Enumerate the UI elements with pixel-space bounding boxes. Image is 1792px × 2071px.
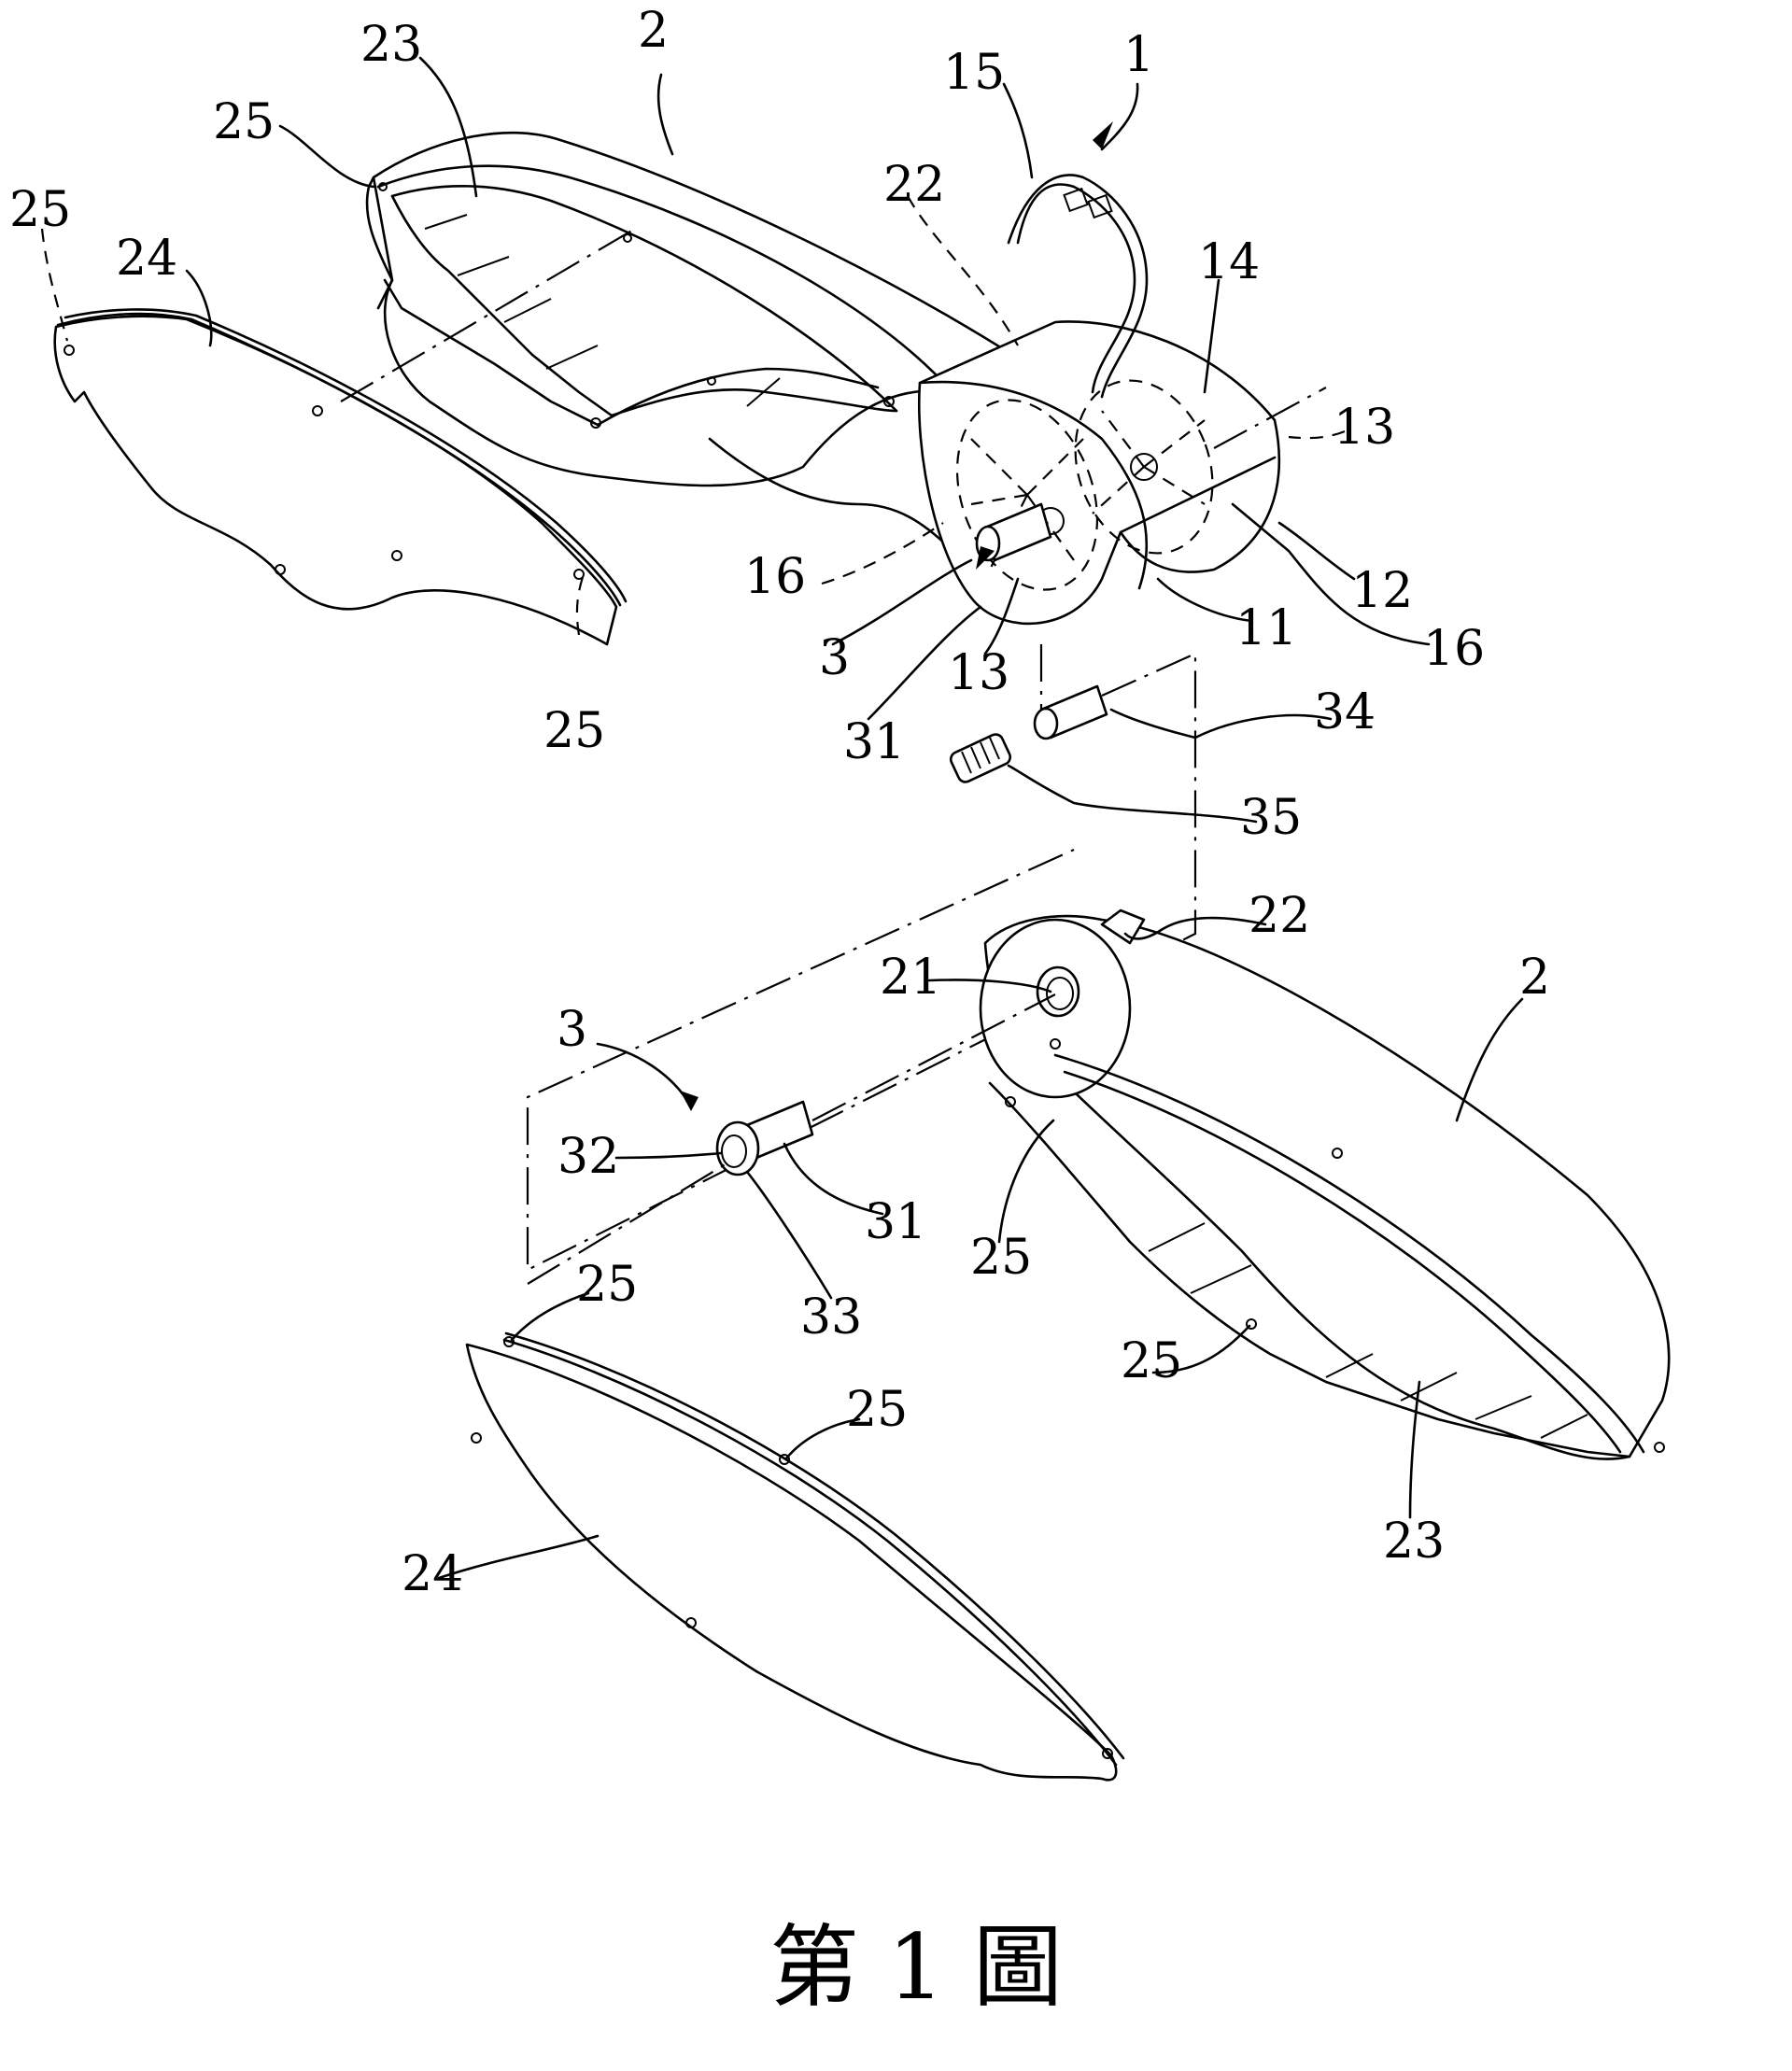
- label-sleeve-34: 34: [1314, 684, 1376, 740]
- reference-numerals: 2 23 25 25 24 1 15 22 14 13 16 12 16 3 1…: [9, 3, 1550, 1602]
- label-bore-21: 21: [880, 950, 941, 1006]
- label-dashed-16-left: 16: [744, 549, 806, 605]
- label-hole-cover-bottom-b: 25: [846, 1382, 908, 1438]
- bottom-housing-shell: [979, 909, 1671, 1460]
- label-motor-11: 11: [1235, 600, 1297, 656]
- label-cover-top: 24: [116, 231, 177, 287]
- top-cover-plate: [53, 308, 628, 646]
- label-hole-bottom-housing-a: 25: [970, 1230, 1032, 1286]
- top-housing-shell: [365, 131, 1169, 553]
- figure-caption: 第 1 圖: [769, 1915, 1063, 2020]
- label-post-bottom: 22: [1249, 888, 1310, 944]
- label-flange-33: 33: [800, 1289, 862, 1345]
- label-cover-bottom: 24: [402, 1546, 463, 1602]
- label-arrow-3-bottom: 3: [557, 1002, 587, 1058]
- label-arrow-3-top: 3: [819, 630, 850, 686]
- motor-assembly: [917, 82, 1281, 626]
- sleeve-and-spring: [949, 684, 1108, 783]
- label-housing-top: 2: [638, 3, 669, 59]
- bottom-cover-plate: [465, 1331, 1125, 1782]
- label-inner-32: 32: [557, 1129, 619, 1185]
- label-rotor-left: 13: [948, 645, 1009, 701]
- label-hook: 15: [943, 45, 1005, 101]
- label-shaft-31-top: 31: [843, 714, 905, 770]
- label-assembly-1: 1: [1123, 27, 1154, 83]
- label-housing-bottom: 2: [1519, 950, 1550, 1006]
- label-post-top: 22: [883, 157, 945, 213]
- label-hole-cover-top-left: 25: [9, 182, 71, 238]
- label-inner-cavity-top: 23: [360, 17, 422, 73]
- label-spring-35: 35: [1240, 790, 1302, 846]
- label-body-12: 12: [1351, 563, 1413, 619]
- label-hole-top-housing: 25: [213, 94, 275, 150]
- label-shaft-31-bottom: 31: [865, 1194, 926, 1250]
- bottom-shaft-assembly: [527, 993, 1056, 1285]
- label-hole-bottom-housing-b: 25: [1121, 1333, 1182, 1389]
- spring-35-coil: [949, 733, 1012, 783]
- label-leader-16-right: 16: [1423, 621, 1485, 677]
- label-inner-cavity-bottom: 23: [1383, 1514, 1445, 1570]
- axis-bracket: [526, 652, 1197, 1272]
- label-hole-cover-top-bottom: 25: [543, 703, 605, 759]
- label-rotor-right: 13: [1333, 400, 1395, 456]
- label-fan-right: 14: [1198, 234, 1260, 290]
- axis-line-motor: [1213, 387, 1327, 449]
- leader-lines: [40, 56, 1524, 1580]
- label-hole-cover-bottom-a: 25: [576, 1257, 638, 1313]
